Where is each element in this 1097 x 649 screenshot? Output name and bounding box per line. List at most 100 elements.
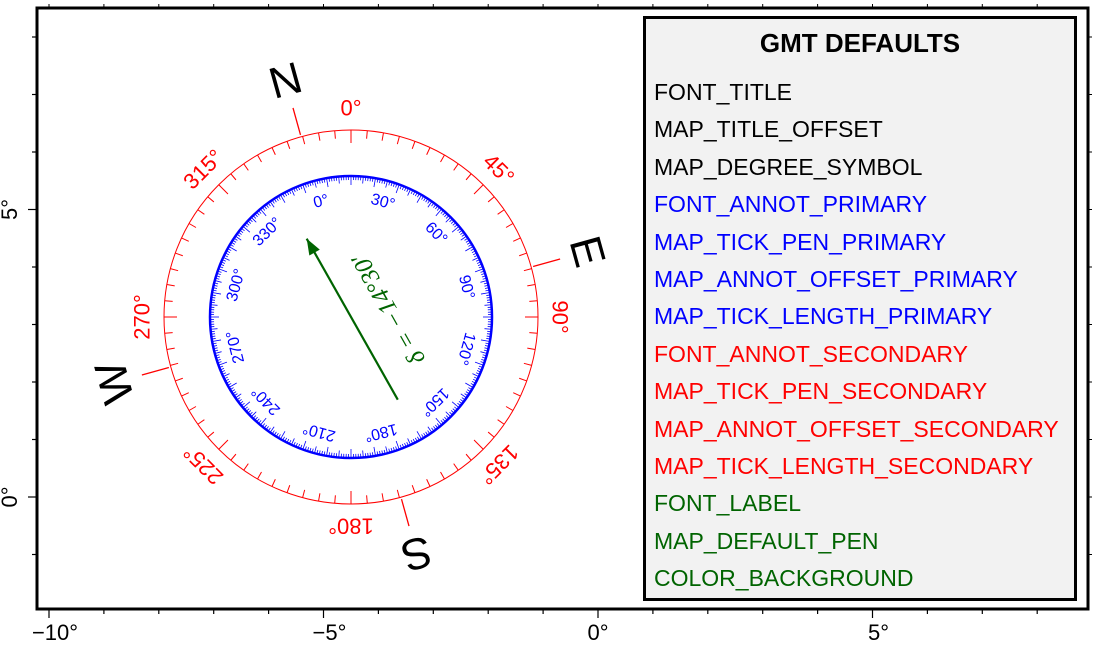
inner-tick bbox=[211, 294, 216, 296]
inner-tick bbox=[362, 176, 364, 184]
cardinal-line bbox=[141, 366, 170, 376]
inner-tick bbox=[472, 373, 479, 377]
inner-tick bbox=[273, 431, 277, 436]
inner-tick bbox=[435, 417, 442, 426]
x-tick-label: 0° bbox=[587, 620, 608, 645]
inner-tick bbox=[271, 430, 275, 435]
outer-tick bbox=[286, 141, 291, 149]
inner-tick bbox=[449, 411, 453, 416]
outer-tick bbox=[334, 130, 336, 139]
inner-tick bbox=[265, 204, 269, 208]
inner-annotation: 330° bbox=[250, 214, 286, 249]
inner-tick bbox=[401, 186, 405, 191]
outer-tick bbox=[529, 300, 538, 302]
inner-tick bbox=[372, 177, 374, 182]
inner-tick bbox=[425, 431, 429, 436]
outer-tick bbox=[381, 493, 384, 502]
outer-tick bbox=[302, 489, 306, 498]
outer-tick bbox=[529, 332, 538, 334]
inner-annotation: 0° bbox=[312, 192, 331, 212]
inner-tick bbox=[452, 408, 457, 412]
inner-tick bbox=[219, 365, 224, 368]
inner-tick bbox=[381, 179, 384, 184]
outer-annotation: 45° bbox=[478, 149, 519, 190]
inner-tick bbox=[235, 393, 242, 399]
inner-tick bbox=[212, 345, 218, 347]
outer-tick bbox=[497, 419, 505, 425]
inner-tick bbox=[232, 391, 237, 395]
inner-tick bbox=[465, 391, 470, 395]
inner-tick bbox=[472, 378, 477, 382]
inner-tick bbox=[215, 354, 220, 357]
outer-tick bbox=[302, 136, 306, 145]
outer-tick bbox=[166, 347, 175, 350]
inner-tick bbox=[406, 441, 409, 446]
inner-tick bbox=[307, 182, 310, 187]
inner-tick bbox=[379, 178, 381, 184]
inner-tick bbox=[212, 287, 218, 289]
outer-tick bbox=[166, 284, 175, 287]
outer-tick bbox=[366, 130, 368, 139]
inner-annotation: 300° bbox=[224, 267, 249, 303]
inner-tick bbox=[302, 440, 307, 450]
inner-tick bbox=[433, 204, 437, 208]
inner-tick bbox=[484, 347, 489, 350]
inner-tick bbox=[416, 431, 422, 440]
axis-annotations: −10°−5°0°5°0°5° bbox=[0, 199, 889, 645]
inner-annotation: 240° bbox=[248, 383, 283, 419]
outer-tick bbox=[381, 132, 384, 141]
outer-tick bbox=[188, 223, 197, 228]
inner-tick bbox=[474, 268, 484, 273]
inner-tick bbox=[481, 358, 486, 361]
inner-tick bbox=[228, 246, 237, 252]
inner-tick bbox=[271, 199, 275, 204]
inner-tick bbox=[321, 178, 323, 184]
inner-tick bbox=[275, 432, 279, 437]
inner-tick bbox=[216, 356, 221, 359]
declination-shaft bbox=[305, 238, 399, 401]
inner-tick bbox=[480, 280, 488, 283]
inner-tick bbox=[401, 443, 405, 448]
inner-tick bbox=[483, 349, 488, 352]
inner-tick bbox=[286, 191, 290, 196]
inner-tick bbox=[330, 177, 333, 182]
inner-tick bbox=[369, 177, 372, 182]
inner-tick bbox=[251, 217, 257, 223]
inner-tick bbox=[476, 261, 481, 264]
inner-tick bbox=[425, 198, 429, 203]
inner-tick bbox=[225, 252, 230, 256]
inner-tick bbox=[481, 356, 486, 359]
outer-tick bbox=[453, 463, 459, 471]
inner-tick bbox=[478, 365, 483, 368]
inner-tick bbox=[232, 239, 237, 243]
inner-tick bbox=[231, 241, 236, 245]
inner-tick bbox=[431, 427, 435, 432]
inner-tick bbox=[242, 401, 251, 408]
inner-tick bbox=[302, 184, 307, 194]
inner-tick bbox=[293, 188, 296, 193]
inner-annotation: 60° bbox=[421, 219, 450, 248]
inner-tick bbox=[385, 446, 388, 454]
inner-tick bbox=[440, 210, 444, 214]
inner-tick bbox=[226, 380, 231, 384]
inner-tick bbox=[227, 248, 232, 251]
inner-tick bbox=[373, 178, 376, 188]
legend-item: FONT_ANNOT_SECONDARY bbox=[654, 340, 968, 367]
inner-tick bbox=[395, 446, 398, 451]
inner-tick bbox=[211, 296, 216, 299]
inner-tick bbox=[427, 199, 431, 204]
legend-item: FONT_TITLE bbox=[654, 79, 793, 105]
outer-tick bbox=[188, 406, 197, 411]
outer-tick bbox=[465, 173, 472, 181]
inner-tick bbox=[472, 252, 477, 256]
inner-tick bbox=[442, 211, 446, 216]
inner-tick bbox=[286, 438, 290, 443]
inner-tick bbox=[476, 370, 481, 373]
inner-tick bbox=[484, 287, 490, 289]
outer-tick bbox=[426, 147, 431, 155]
inner-annotation: 90° bbox=[455, 273, 478, 301]
inner-tick bbox=[214, 280, 222, 283]
inner-tick bbox=[211, 335, 216, 338]
inner-annotation: 270° bbox=[223, 329, 248, 365]
inner-tick bbox=[321, 450, 323, 456]
